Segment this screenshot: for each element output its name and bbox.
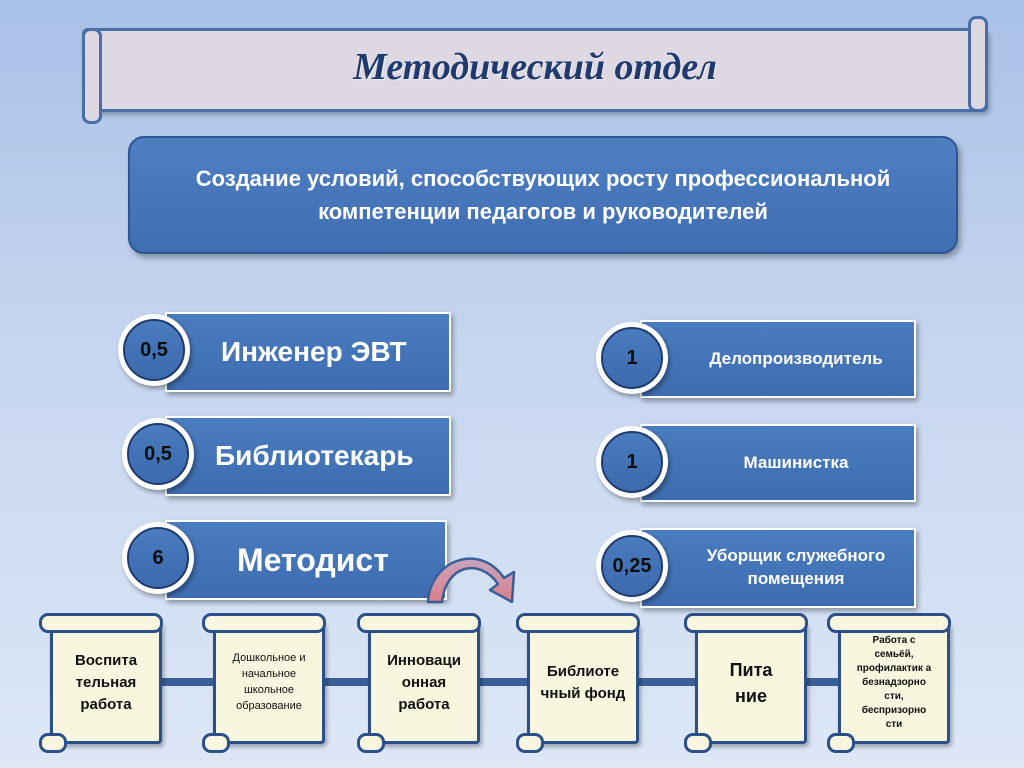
- role-count: 1: [626, 346, 638, 369]
- role-librarian: Библиотекарь: [165, 416, 451, 496]
- role-label: Уборщик служебного помещения: [706, 546, 886, 588]
- role-label: Библиотекарь: [215, 440, 414, 471]
- goal-box: Создание условий, способствующих росту п…: [128, 136, 958, 254]
- role-count-badge: 1: [596, 426, 668, 498]
- role-label: Методист: [237, 541, 389, 578]
- area-label: Инноваци онная работа: [387, 652, 461, 713]
- role-clerk: Делопроизводитель: [640, 320, 916, 398]
- area-scroll: Пита ние: [684, 613, 808, 753]
- role-count: 0,5: [140, 338, 168, 361]
- scroll-curl-left: [82, 28, 102, 124]
- area-label: Дошкольное и начальное школьное образова…: [232, 652, 306, 712]
- role-cleaner: Уборщик служебного помещения: [640, 528, 916, 608]
- role-count-badge: 0,5: [118, 314, 190, 386]
- role-label: Инженер ЭВТ: [221, 336, 407, 367]
- role-count: 0,5: [144, 442, 172, 465]
- goal-text: Создание условий, способствующих росту п…: [195, 166, 891, 224]
- title-banner: Методический отдел: [82, 16, 988, 124]
- area-scroll: Дошкольное и начальное школьное образова…: [202, 613, 326, 753]
- page-title: Методический отдел: [353, 46, 717, 88]
- role-label: Делопроизводитель: [709, 348, 883, 368]
- area-label: Работа с семьёй, профилактик а безнадзор…: [856, 635, 932, 730]
- role-count: 0,25: [612, 554, 652, 577]
- role-count: 1: [626, 450, 638, 473]
- area-scroll: Работа с семьёй, профилактик а безнадзор…: [827, 613, 951, 753]
- role-count-badge: 6: [122, 522, 194, 594]
- role-methodist: Методист: [165, 520, 447, 600]
- area-scroll: Инноваци онная работа: [357, 613, 481, 753]
- area-scroll: Воспита тельная работа: [39, 613, 163, 753]
- scroll-curl-right: [968, 16, 988, 112]
- connector-line: [150, 678, 870, 686]
- role-count: 6: [152, 546, 164, 569]
- area-label: Библиоте чный фонд: [540, 663, 626, 702]
- role-engineer: Инженер ЭВТ: [165, 312, 451, 392]
- role-count-badge: 0,5: [122, 418, 194, 490]
- curved-arrow-icon: [426, 557, 516, 604]
- role-label: Машинистка: [743, 452, 849, 472]
- area-label: Воспита тельная работа: [74, 652, 138, 713]
- area-scroll: Библиоте чный фонд: [516, 613, 640, 753]
- role-count-badge: 0,25: [596, 530, 668, 602]
- role-count-badge: 1: [596, 322, 668, 394]
- area-label: Пита ние: [729, 659, 773, 706]
- role-typist: Машинистка: [640, 424, 916, 502]
